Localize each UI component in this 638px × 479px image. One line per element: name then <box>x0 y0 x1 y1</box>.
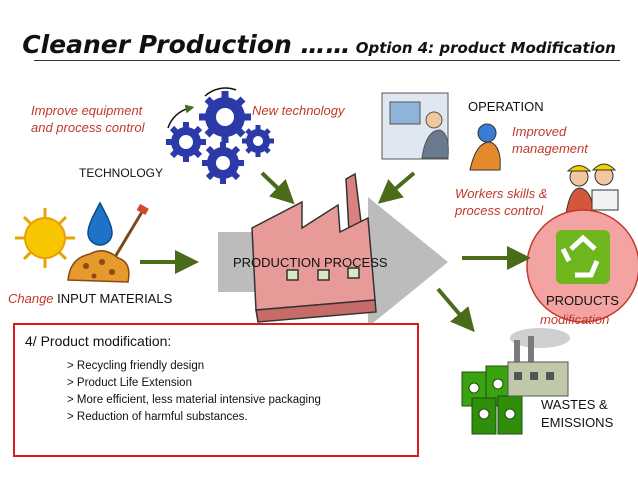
product-modification-box: 4/ Product modification: > Recycling fri… <box>13 323 419 457</box>
title-divider <box>34 60 620 61</box>
improved-management-label: Improved management <box>512 123 588 157</box>
product-modification-list: > Recycling friendly design > Product Li… <box>67 358 321 426</box>
workers-skills-label: Workers skills & process control <box>455 185 547 219</box>
wastes-line-1: WASTES & <box>541 397 608 412</box>
water-drop-icon <box>87 201 113 246</box>
arrow-technology <box>260 171 295 205</box>
improve-equipment-label: Improve equipment and process control <box>31 102 144 136</box>
list-item: > Product Life Extension <box>67 377 192 389</box>
arrow-operation <box>377 171 416 204</box>
change-word: Change <box>8 291 54 306</box>
title-main: Cleaner Production …… <box>22 30 351 59</box>
new-technology-label: New technology <box>252 103 345 118</box>
production-process-label: PRODUCTION PROCESS <box>233 255 388 270</box>
list-item: > Reduction of harmful substances. <box>67 411 248 423</box>
ore-shovel-icon <box>67 203 149 283</box>
input-materials-label: Change INPUT MATERIALS <box>8 290 172 307</box>
improved-line-2: management <box>512 141 588 156</box>
toxic-barrels-icon <box>461 365 523 435</box>
improve-line-2: and process control <box>31 120 145 135</box>
modification-label: modification <box>540 312 610 327</box>
title-option: Option 4: product Modification <box>350 39 616 57</box>
improve-line-1: Improve equipment <box>31 103 143 118</box>
input-materials-text: INPUT MATERIALS <box>53 291 173 306</box>
list-item: > More efficient, less material intensiv… <box>67 394 321 406</box>
factory-icon <box>251 172 377 323</box>
sun-icon <box>15 208 75 268</box>
technology-label: TECHNOLOGY <box>79 166 164 180</box>
products-label: PRODUCTS <box>546 293 619 308</box>
industry-smokestack-icon <box>507 328 570 397</box>
wastes-line-2: EMISSIONS <box>541 415 614 430</box>
improved-line-1: Improved <box>512 124 567 139</box>
engineers-icon <box>469 123 619 215</box>
gears-icon <box>166 87 274 184</box>
workers-line-1: Workers skills & <box>455 186 548 201</box>
page-title: Cleaner Production …… Option 4: product … <box>0 30 638 59</box>
operation-label: OPERATION <box>468 99 544 114</box>
workers-line-2: process control <box>455 203 544 218</box>
wastes-emissions-label: WASTES & EMISSIONS <box>541 396 613 432</box>
list-item: > Recycling friendly design <box>67 360 205 372</box>
recycle-icon <box>556 230 610 284</box>
arrow-wastes <box>436 287 475 333</box>
product-modification-title: 4/ Product modification: <box>25 333 172 349</box>
office-worker-icon <box>381 92 449 160</box>
